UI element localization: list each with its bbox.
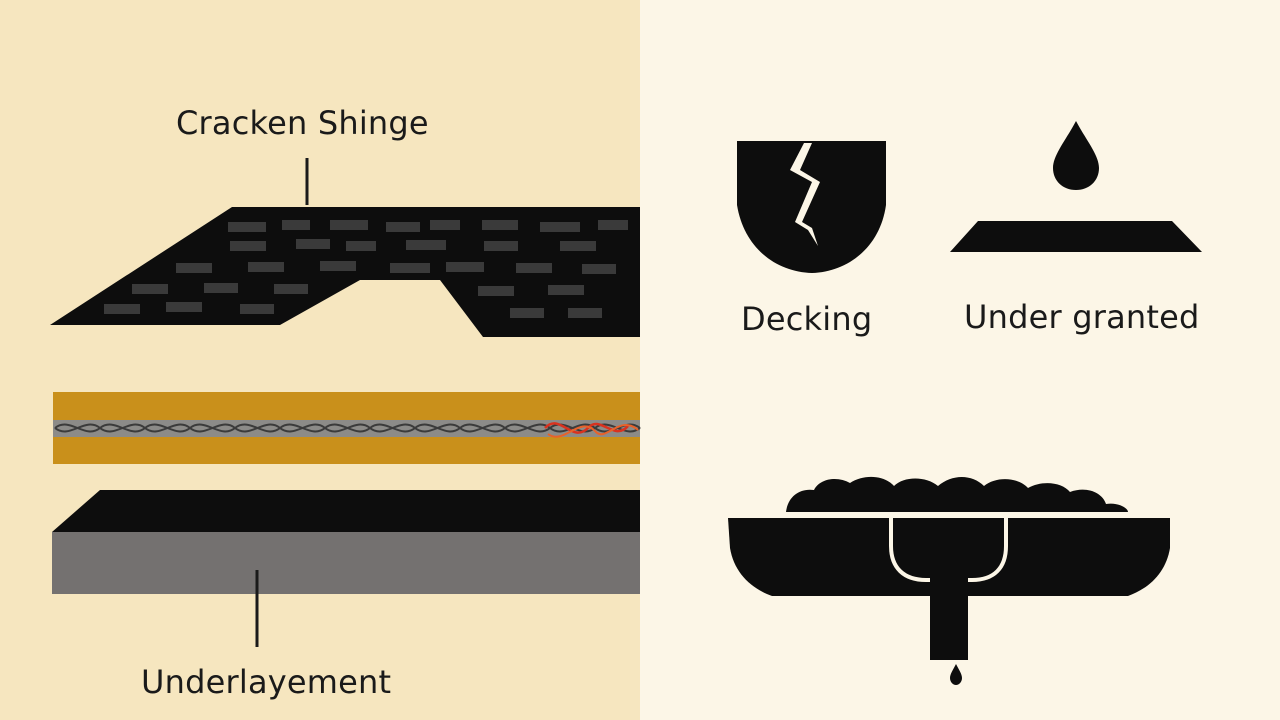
decking-label: Decking bbox=[741, 300, 873, 338]
drip-icon bbox=[950, 664, 962, 685]
crack-highlight bbox=[544, 422, 629, 434]
cracked-shield-icon bbox=[737, 141, 886, 273]
under-granted-label: Under granted bbox=[964, 298, 1200, 336]
water-drop-icon bbox=[950, 121, 1202, 252]
underlayment-slab bbox=[52, 490, 640, 594]
felt-mesh-layer bbox=[53, 392, 641, 464]
gutter-downspout-icon bbox=[728, 476, 1170, 685]
cracked-shingle-slab bbox=[50, 207, 640, 337]
underlayment-label: Underlayement bbox=[141, 663, 392, 701]
cracked-shingle-label: Cracken Shinge bbox=[176, 104, 429, 142]
shingle-tabs bbox=[104, 220, 628, 318]
left-panel bbox=[0, 0, 640, 720]
